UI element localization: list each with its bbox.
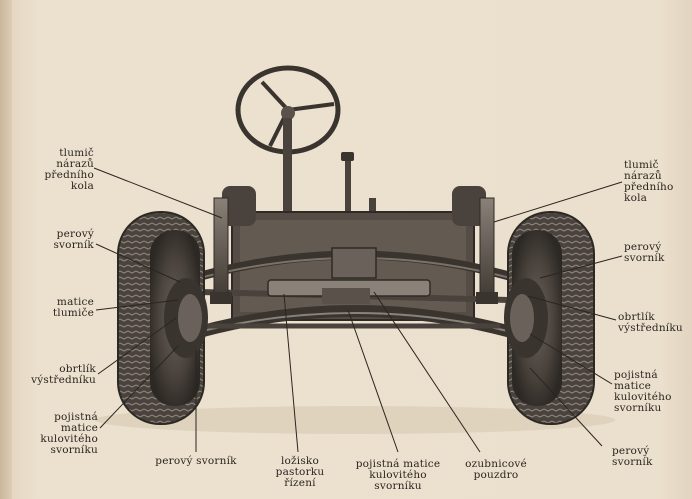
label-bottom-spring-bolt: perový svorník [155, 455, 237, 467]
ground-shadow [95, 406, 615, 434]
label-right-spring-bolt: perový svorník [624, 241, 665, 264]
label-left-damper-nut: matice tlumiče [52, 296, 94, 319]
shock-absorber-right [476, 197, 498, 304]
label-right-spring-bolt-lower: perový svorník [612, 445, 653, 468]
label-bottom-rack-housing: ozubnicové pouzdro [465, 458, 527, 481]
steering-column [283, 118, 292, 216]
label-bottom-ball-joint-locknut: pojistná matice kulovitého svorníku [355, 458, 441, 492]
wheel-right [504, 211, 595, 425]
label-left-eccentric-lever: obrtlík výstředníku [31, 363, 96, 386]
label-left-shock-absorber: tlumič nárazů předního kola [44, 147, 94, 192]
label-right-ball-joint-locknut: pojistná matice kulovitého svorníku [614, 369, 672, 414]
label-right-eccentric-lever: obrtlík výstředníku [618, 311, 683, 334]
label-bottom-pinion-bearing: ložisko pastorku řízení [275, 455, 325, 489]
leader-lines [93, 167, 623, 453]
label-left-spring-bolt: perový svorník [53, 228, 94, 251]
gear-lever [345, 158, 351, 214]
label-right-shock-absorber: tlumič nárazů předního kola [624, 159, 674, 204]
wheel-left [117, 211, 208, 425]
shock-absorber-left [210, 197, 232, 304]
book-spine-shadow [0, 0, 12, 499]
label-left-ball-joint-locknut: pojistná matice kulovitého svorníku [40, 411, 98, 456]
